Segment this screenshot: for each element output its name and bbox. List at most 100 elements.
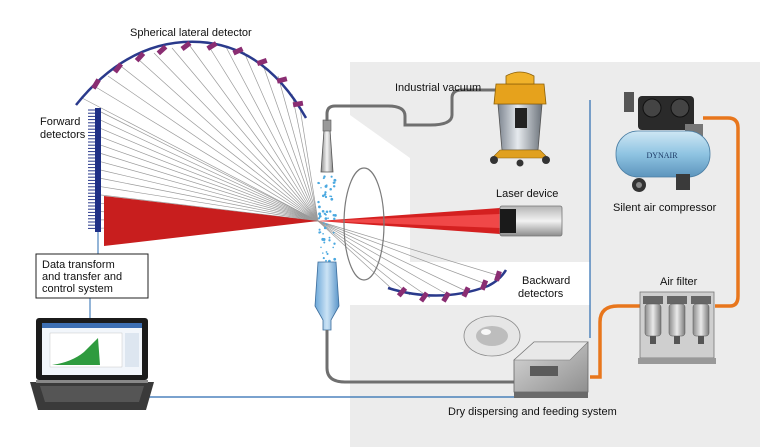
particle [327, 217, 329, 219]
air-filter-label: Air filter [660, 276, 698, 288]
backward-detectors-label-line2: detectors [518, 288, 564, 300]
feed-hose [325, 330, 515, 384]
light-ray [317, 220, 487, 285]
particle [325, 251, 328, 253]
light-ray [207, 44, 319, 222]
particle [320, 246, 322, 249]
lateral-detector-element [206, 41, 218, 51]
spherical-lateral-detector-label: Spherical lateral detector [130, 27, 252, 39]
data-system-label-line2: and transfer and [42, 271, 122, 283]
compressor-brand: DYNAIR [646, 151, 678, 160]
light-ray [317, 220, 501, 277]
particle [321, 194, 325, 198]
laptop [30, 318, 154, 410]
light-ray [291, 93, 319, 222]
particle [325, 223, 328, 226]
lateral-detector-element [256, 57, 268, 67]
silent-air-compressor-label: Silent air compressor [613, 202, 717, 214]
light-ray [100, 161, 319, 222]
vacuum-hose [325, 88, 505, 127]
laser-forward-scatter [104, 196, 318, 246]
backward-detector-element [419, 291, 429, 303]
particle [325, 259, 327, 262]
light-ray [189, 45, 319, 222]
particle [323, 241, 326, 244]
particle [333, 217, 336, 221]
lateral-detector-elements [91, 40, 304, 108]
lateral-detector-element [112, 62, 124, 74]
dry-dispersing-system-label: Dry dispersing and feeding system [448, 406, 617, 418]
particle [321, 209, 325, 213]
light-ray [100, 186, 319, 222]
particle [332, 185, 336, 188]
particle [324, 191, 327, 194]
laser-glow [318, 214, 500, 228]
backward-detector-arc [387, 269, 508, 297]
particle [322, 232, 324, 235]
light-ray [317, 220, 469, 293]
light-ray [299, 107, 319, 222]
compressed-air-line [590, 116, 740, 379]
light-ray [100, 169, 319, 222]
light-ray [243, 51, 319, 222]
particle [330, 195, 333, 198]
particle [317, 200, 320, 204]
dispersion-cell [314, 261, 340, 331]
lateral-detector-element [134, 51, 146, 63]
particle [323, 175, 326, 178]
light-ray [121, 66, 319, 222]
light-ray [100, 128, 319, 222]
silent-air-compressor: DYNAIR [615, 92, 711, 192]
light-ray [225, 46, 319, 222]
lateral-detector-element [276, 76, 288, 84]
backward-detector-element [461, 286, 471, 298]
backward-detector-elements [396, 270, 502, 303]
particle [326, 252, 329, 255]
dry-dispersing-feeder [463, 315, 589, 398]
particle [328, 239, 331, 242]
particle [323, 226, 327, 230]
particle [333, 257, 337, 261]
light-ray [100, 178, 319, 222]
backward-detector-element [441, 291, 451, 303]
light-ray [277, 75, 319, 222]
lateral-detector-element [180, 40, 192, 52]
particle [318, 217, 321, 219]
forward-detector-array [95, 108, 101, 232]
particle [322, 257, 325, 260]
light-ray [100, 119, 319, 222]
particle [318, 228, 321, 231]
particle [318, 205, 321, 209]
industrial-vacuum-label: Industrial vacuum [395, 82, 481, 94]
particle [322, 252, 324, 254]
particle [333, 181, 336, 184]
particle [329, 195, 331, 198]
data-system-box [35, 253, 149, 299]
particle-stream [317, 175, 337, 263]
particle [319, 231, 322, 233]
suction-nozzle [320, 119, 334, 173]
backward-detector-element [479, 279, 489, 291]
light-ray [171, 47, 319, 222]
light-ray [100, 136, 319, 222]
particle [332, 231, 335, 234]
laser-device-label: Laser device [496, 188, 558, 200]
light-ray [107, 75, 319, 222]
light-ray [317, 220, 393, 290]
particle [333, 213, 337, 217]
light-ray [100, 144, 319, 222]
light-ray [261, 61, 319, 222]
particle [322, 238, 326, 241]
lateral-detector-element [91, 78, 101, 90]
forward-detector-elements [88, 109, 95, 229]
particle [323, 193, 327, 196]
particle [318, 214, 322, 218]
light-ray [100, 153, 319, 222]
forward-detectors-label-line2: detectors [40, 129, 86, 141]
light-ray [317, 220, 431, 299]
backward-detectors-label-line1: Backward [522, 275, 570, 287]
sample-ring [343, 167, 385, 281]
light-ray [81, 97, 319, 222]
